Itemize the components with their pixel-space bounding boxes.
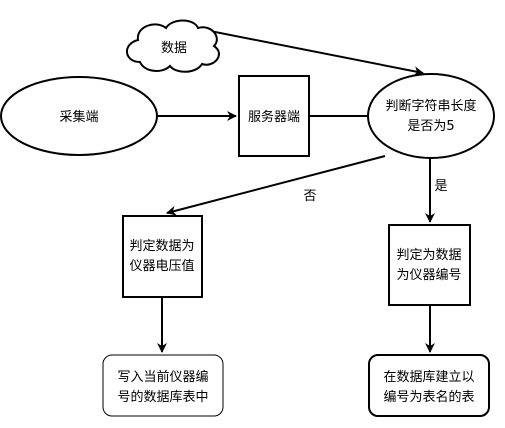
create-table-node: 在数据库建立以 编号为表名的表: [368, 354, 490, 417]
id-number-label-line2: 为仪器编号: [396, 268, 461, 283]
edge-label-no: 否: [303, 189, 316, 204]
edge-cloud-to-check: [204, 29, 424, 77]
voltage-shape: [122, 215, 203, 298]
id-number-shape: [388, 224, 471, 306]
id-number-node: 判定为数据 为仪器编号: [388, 224, 471, 306]
create-table-shape: [368, 354, 490, 417]
collector-label: 采集端: [59, 109, 98, 125]
create-table-label-line1: 在数据库建立以: [383, 369, 474, 385]
cloud-shape: [126, 19, 220, 73]
server-label: 服务器端: [248, 109, 300, 125]
server-shape: [238, 75, 310, 157]
edge-check-to-voltage: [166, 155, 386, 216]
id-number-label-line1: 判定为数据: [396, 248, 461, 263]
collector-node: 采集端: [0, 76, 158, 156]
edge-label-yes: 是: [434, 179, 447, 194]
create-table-label-line2: 编号为表名的表: [383, 389, 474, 405]
voltage-label-line1: 判定数据为: [129, 239, 194, 254]
data-cloud-node: 数据: [126, 19, 220, 73]
write-table-label-line1: 写入当前仪器编: [117, 369, 208, 385]
length-check-node: 判断字符串长度 是否为5: [367, 73, 495, 159]
length-check-label-line2: 是否为5: [407, 119, 454, 134]
write-table-shape: [102, 354, 224, 417]
data-cloud-label: 数据: [161, 41, 187, 56]
collector-shape: [0, 76, 158, 156]
voltage-node: 判定数据为 仪器电压值: [122, 215, 203, 298]
server-node: 服务器端: [238, 75, 310, 157]
length-check-shape: [367, 73, 495, 159]
voltage-label-line2: 仪器电压值: [129, 258, 194, 274]
write-table-label-line2: 号的数据库表中: [117, 389, 208, 405]
length-check-label-line1: 判断字符串长度: [385, 98, 476, 114]
write-table-node: 写入当前仪器编 号的数据库表中: [102, 354, 224, 417]
